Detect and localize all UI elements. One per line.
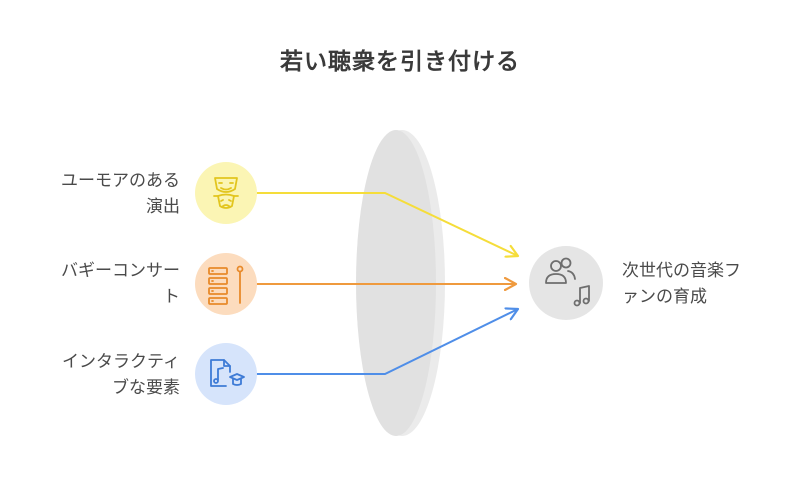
label-humor-line2: 演出 bbox=[146, 197, 180, 217]
xylophone-icon bbox=[208, 265, 244, 305]
circle-interactive bbox=[195, 343, 257, 405]
music-education-icon bbox=[210, 359, 245, 387]
diagram-title: 若い聴衆を引き付ける bbox=[280, 49, 520, 75]
connector-interactive bbox=[256, 309, 518, 375]
circle-humor bbox=[195, 162, 257, 224]
label-buggy-line2: ト bbox=[163, 287, 180, 307]
label-humor: ユーモアのある 演出 bbox=[10, 168, 180, 220]
label-buggy-line1: バギーコンサー bbox=[61, 261, 180, 281]
label-buggy: バギーコンサー ト bbox=[10, 258, 180, 310]
connector-humor bbox=[256, 192, 518, 256]
label-output-line2: ァンの育成 bbox=[622, 287, 707, 307]
label-interactive: インタラクティ ブな要素 bbox=[10, 349, 180, 401]
comedy-mask-icon bbox=[213, 177, 239, 209]
label-humor-line1: ユーモアのある bbox=[61, 171, 180, 191]
label-interactive-line1: インタラクティ bbox=[62, 352, 180, 372]
audience-music-icon bbox=[545, 257, 590, 307]
label-interactive-line2: ブな要素 bbox=[112, 378, 180, 398]
label-output: 次世代の音楽フ ァンの育成 bbox=[622, 258, 792, 310]
label-output-line1: 次世代の音楽フ bbox=[622, 261, 741, 281]
